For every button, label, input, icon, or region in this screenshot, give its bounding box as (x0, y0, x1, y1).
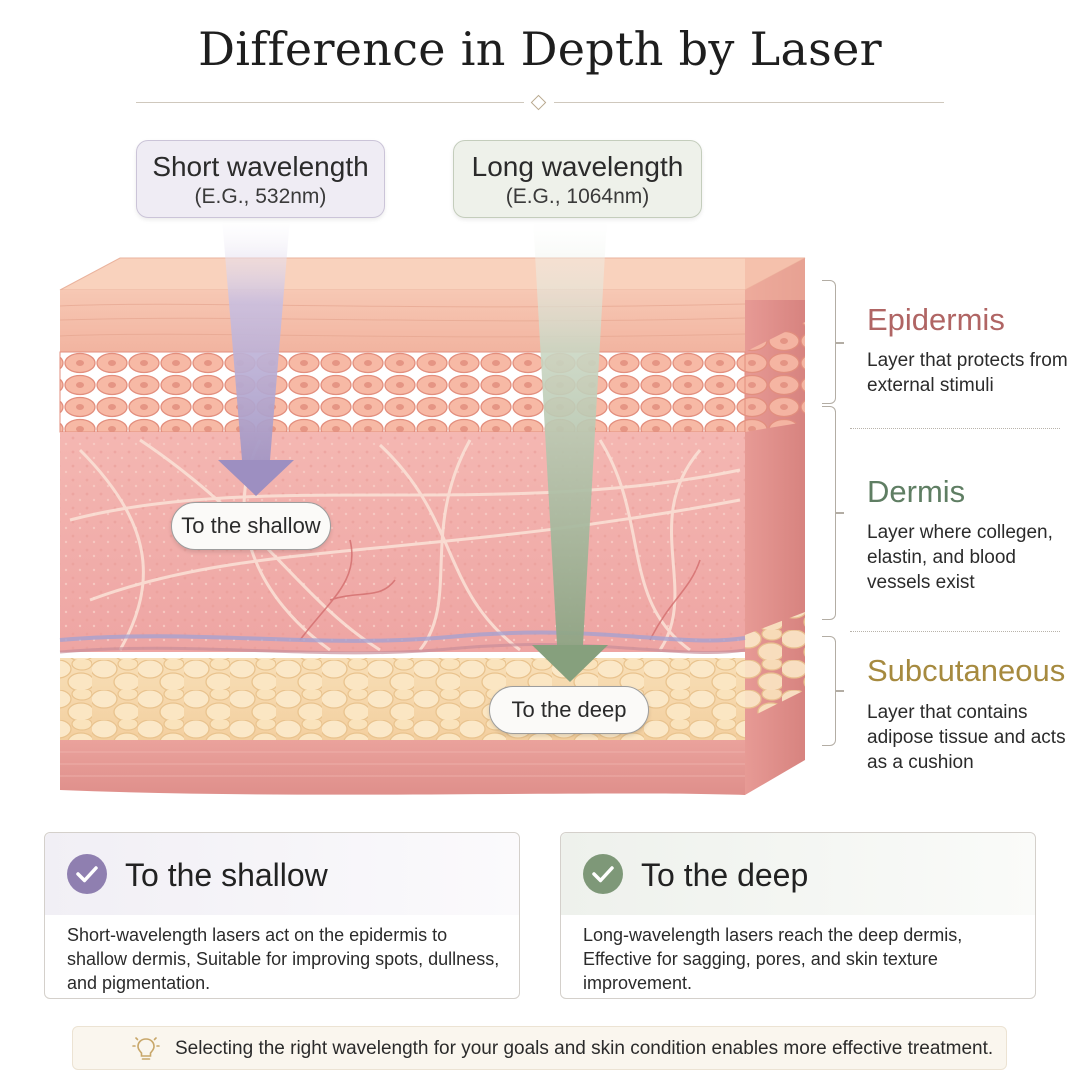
dermis-bracket (822, 406, 836, 620)
epidermis-description: Layer that protects from external stimul… (867, 350, 1068, 396)
dermis-label: Dermis (867, 474, 966, 509)
page-title: Difference in Depth by Laser (198, 22, 882, 76)
epidermis-label: Epidermis (867, 302, 1005, 337)
short-wavelength-title: Short wavelength (152, 151, 369, 182)
tip-text: Selecting the right wavelength for your … (175, 1038, 994, 1059)
deep-depth-label: To the deep (489, 686, 649, 734)
check-circle-icon (67, 854, 107, 894)
shallow-card-title: To the shallow (125, 857, 328, 893)
subcutaneous-bracket (822, 636, 836, 746)
subcutaneous-label: Subcutaneous (867, 653, 1066, 688)
epidermis-upper-layer (60, 290, 745, 352)
short-wavelength-example: (E.G., 532nm) (194, 185, 327, 208)
skin-top-surface (59, 257, 806, 291)
epidermis-cell-layer (60, 352, 745, 432)
title-divider-right (554, 102, 944, 103)
deep-info-card: To the deep Long-wavelength lasers reach… (560, 832, 1036, 999)
check-circle-icon (583, 854, 623, 894)
short-wavelength-beam (218, 218, 294, 496)
tip-bar: Selecting the right wavelength for your … (72, 1026, 1007, 1070)
deep-card-text: Long-wavelength lasers reach the deep de… (583, 925, 963, 993)
layer-separator (850, 631, 1060, 632)
shallow-card-text: Short-wavelength lasers act on the epide… (67, 925, 500, 993)
subcutaneous-description: Layer that contains adipose tissue and a… (867, 702, 1066, 773)
long-wavelength-example: (E.G., 1064nm) (505, 185, 650, 208)
long-wavelength-beam (532, 218, 608, 682)
lightbulb-icon (132, 1037, 160, 1060)
dermis-description: Layer where collegen, elastin, and blood… (867, 522, 1053, 593)
deep-card-title: To the deep (641, 857, 809, 893)
long-wavelength-title: Long wavelength (471, 151, 684, 182)
shallow-depth-label: To the shallow (171, 502, 331, 550)
short-wavelength-box: Short wavelength (E.G., 532nm) (136, 140, 385, 218)
muscle-layer (60, 740, 745, 795)
collagen-fibers (69, 438, 741, 652)
long-wavelength-box: Long wavelength (E.G., 1064nm) (453, 140, 702, 218)
blood-vessels (299, 539, 701, 641)
shallow-info-card: To the shallow Short-wavelength lasers a… (44, 832, 520, 999)
layer-separator (850, 428, 1060, 429)
title-divider-left (136, 102, 524, 103)
epidermis-bracket (822, 280, 836, 404)
